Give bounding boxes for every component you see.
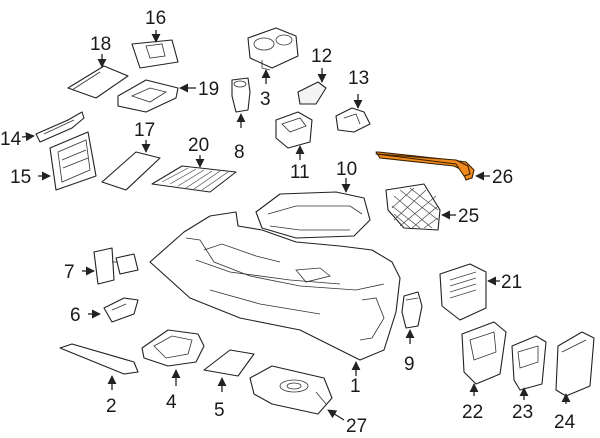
part-10-armrest: 10 [255, 159, 371, 239]
callout-27[interactable]: 27 [346, 416, 367, 437]
callout-15[interactable]: 15 [10, 167, 31, 188]
callout-1[interactable]: 1 [350, 376, 361, 397]
part-1-console: 1 [149, 211, 401, 397]
part-2-trim: 2 [59, 343, 139, 417]
part-6-tray: 6 [70, 297, 139, 326]
part-24-panel: 24 [554, 331, 595, 433]
callout-3[interactable]: 3 [260, 89, 271, 110]
part-13-bracket: 13 [335, 68, 371, 133]
callout-10[interactable]: 10 [336, 159, 357, 180]
part-21-vent: 21 [439, 263, 522, 321]
callout-14[interactable]: 14 [0, 129, 22, 150]
callout-24[interactable]: 24 [554, 412, 576, 433]
callout-8[interactable]: 8 [234, 142, 245, 163]
callout-23[interactable]: 23 [512, 402, 533, 423]
part-5-pad: 5 [203, 349, 255, 421]
callout-21[interactable]: 21 [501, 272, 522, 293]
part-3-cupholder: 3 [247, 27, 299, 110]
callout-20[interactable]: 20 [188, 135, 209, 156]
callout-2[interactable]: 2 [106, 396, 117, 417]
part-11-module: 11 [275, 111, 313, 183]
part-22-housing: 22 [461, 321, 507, 423]
part-26-highlighted[interactable]: 26 [375, 151, 513, 188]
callout-22[interactable]: 22 [462, 402, 483, 423]
part-25-mesh: 25 [385, 183, 479, 231]
part-23-socket: 23 [511, 335, 547, 423]
callout-18[interactable]: 18 [90, 34, 111, 55]
callout-19[interactable]: 19 [198, 79, 219, 100]
callout-6[interactable]: 6 [70, 305, 81, 326]
part-20-mat: 20 [151, 135, 237, 193]
part-15-panel: 15 [10, 131, 97, 191]
callout-9[interactable]: 9 [404, 354, 415, 375]
part-19-tray: 19 [117, 79, 219, 113]
callout-7[interactable]: 7 [64, 262, 75, 283]
callout-16[interactable]: 16 [145, 8, 166, 29]
part-8-socket: 8 [231, 77, 251, 163]
callout-17[interactable]: 17 [134, 120, 155, 141]
part-7-connector: 7 [64, 247, 139, 285]
part-18-lid: 18 [67, 34, 129, 99]
part-4-frame: 4 [141, 329, 205, 413]
callout-12[interactable]: 12 [311, 46, 332, 67]
callout-13[interactable]: 13 [348, 68, 369, 89]
part-16-bracket: 16 [131, 8, 179, 69]
callout-11[interactable]: 11 [290, 162, 310, 183]
part-12-cover: 12 [297, 46, 332, 105]
part-9-switch: 9 [401, 291, 423, 375]
callout-5[interactable]: 5 [214, 400, 225, 421]
callout-25[interactable]: 25 [458, 206, 479, 227]
part-14-trim: 14 [0, 111, 85, 150]
part-27-charger: 27 [249, 365, 367, 437]
part-17-pad: 17 [101, 120, 161, 191]
callout-4[interactable]: 4 [166, 392, 177, 413]
callout-26[interactable]: 26 [492, 167, 513, 188]
